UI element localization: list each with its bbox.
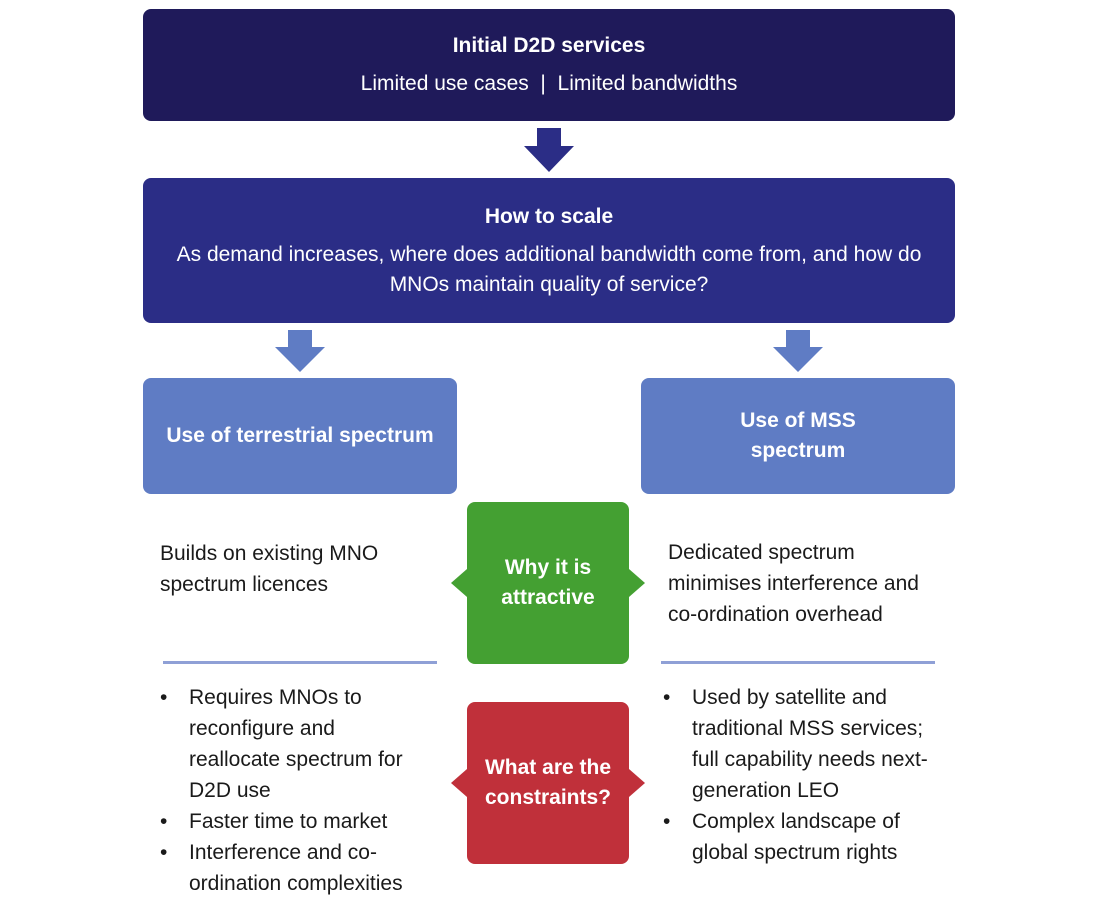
- list-item: Faster time to market: [160, 806, 430, 837]
- how-to-scale-question: As demand increases, where does addition…: [176, 242, 922, 296]
- down-arrow-icon: [275, 330, 325, 372]
- initial-d2d-title: Initial D2D services: [452, 34, 646, 57]
- mss-constraints-list: Used by satellite and traditional MSS se…: [663, 682, 948, 868]
- how-to-scale-title: How to scale: [484, 204, 614, 228]
- how-to-scale-box: How to scale As demand increases, where …: [143, 178, 955, 323]
- constraints-box: What are the constraints?: [467, 702, 629, 864]
- mss-attractive-text: Dedicated spectrum minimises interferenc…: [668, 541, 919, 626]
- mss-spectrum-title: Use of MSS spectrum: [740, 409, 856, 462]
- initial-d2d-box: Initial D2D services Limited use cases |…: [143, 9, 955, 121]
- terrestrial-spectrum-box: Use of terrestrial spectrum: [143, 378, 457, 494]
- initial-d2d-subtitle: Limited use cases | Limited bandwidths: [360, 72, 738, 95]
- why-attractive-box: Why it is attractive: [467, 502, 629, 664]
- terrestrial-constraints-list: Requires MNOs to reconfigure and realloc…: [160, 682, 430, 899]
- list-item: Used by satellite and traditional MSS se…: [663, 682, 948, 806]
- down-arrow-icon: [773, 330, 823, 372]
- why-attractive-label: Why it is attractive: [501, 556, 595, 609]
- list-item: Interference and co-ordination complexit…: [160, 837, 430, 899]
- mss-spectrum-box: Use of MSS spectrum: [641, 378, 955, 494]
- down-arrow-icon: [524, 128, 574, 172]
- terrestrial-spectrum-title: Use of terrestrial spectrum: [166, 424, 434, 447]
- list-item: Complex landscape of global spectrum rig…: [663, 806, 948, 868]
- list-item: Requires MNOs to reconfigure and realloc…: [160, 682, 430, 806]
- constraints-label: What are the constraints?: [484, 756, 612, 809]
- right-divider: [661, 661, 935, 664]
- terrestrial-attractive-text: Builds on existing MNO spectrum licences: [160, 542, 379, 596]
- left-divider: [163, 661, 437, 664]
